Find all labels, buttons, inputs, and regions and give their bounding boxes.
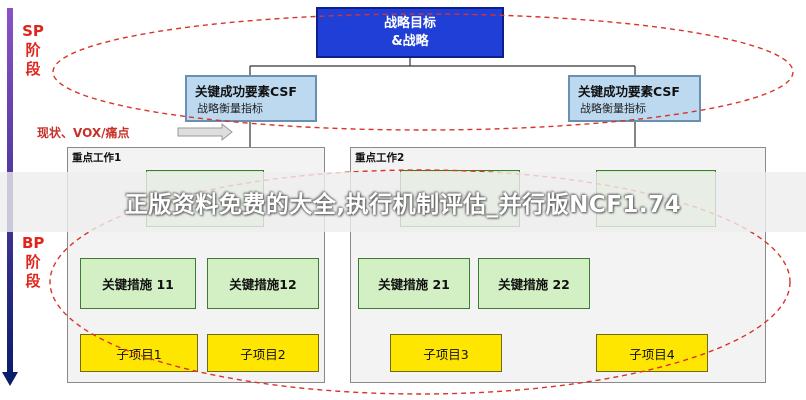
strategy-line2: &战略 xyxy=(391,33,429,49)
work-panel-2-title: 重点工作2 xyxy=(355,152,405,164)
csf-box-right: 关键成功要素CSF 战略衡量指标 xyxy=(568,75,701,122)
watermark-banner: 正版资料免费的大全,执行机制评估_并行版NCF1.74 xyxy=(0,172,806,232)
status-label: 现状、VOX/痛点 xyxy=(37,126,130,140)
watermark-text: 正版资料免费的大全,执行机制评估_并行版NCF1.74 xyxy=(124,192,682,218)
sub-project-4: 子项目4 xyxy=(596,334,708,372)
csf-left-subtitle: 战略衡量指标 xyxy=(197,102,263,115)
csf-right-subtitle: 战略衡量指标 xyxy=(580,102,646,115)
sp-phase-label-line3: 段 xyxy=(25,60,41,78)
key-measure-12: 关键措施12 xyxy=(207,258,319,309)
bp-phase-label-line3: 段 xyxy=(25,272,41,290)
sub-project-1: 子项目1 xyxy=(80,334,198,372)
strategy-line1: 战略目标 xyxy=(383,15,436,31)
bp-phase-label-line2: 阶 xyxy=(25,253,41,271)
sp-phase-label: SP 阶 段 xyxy=(22,22,44,79)
key-measure-11: 关键措施 11 xyxy=(80,258,196,309)
sp-phase-label-line1: SP xyxy=(22,22,44,40)
sub-project-3: 子项目3 xyxy=(390,334,502,372)
work-panel-1-title: 重点工作1 xyxy=(72,152,122,164)
key-measure-22: 关键措施 22 xyxy=(478,258,590,309)
sub-project-2: 子项目2 xyxy=(207,334,319,372)
sp-phase-label-line2: 阶 xyxy=(25,41,41,59)
bp-phase-label: BP 阶 段 xyxy=(22,234,44,291)
csf-right-title: 关键成功要素CSF xyxy=(578,84,680,99)
bp-phase-label-line1: BP xyxy=(22,234,45,252)
csf-box-left: 关键成功要素CSF 战略衡量指标 xyxy=(185,75,317,122)
csf-left-title: 关键成功要素CSF xyxy=(195,84,297,99)
key-measure-21: 关键措施 21 xyxy=(358,258,470,309)
strategy-box: 战略目标 &战略 xyxy=(316,7,504,58)
